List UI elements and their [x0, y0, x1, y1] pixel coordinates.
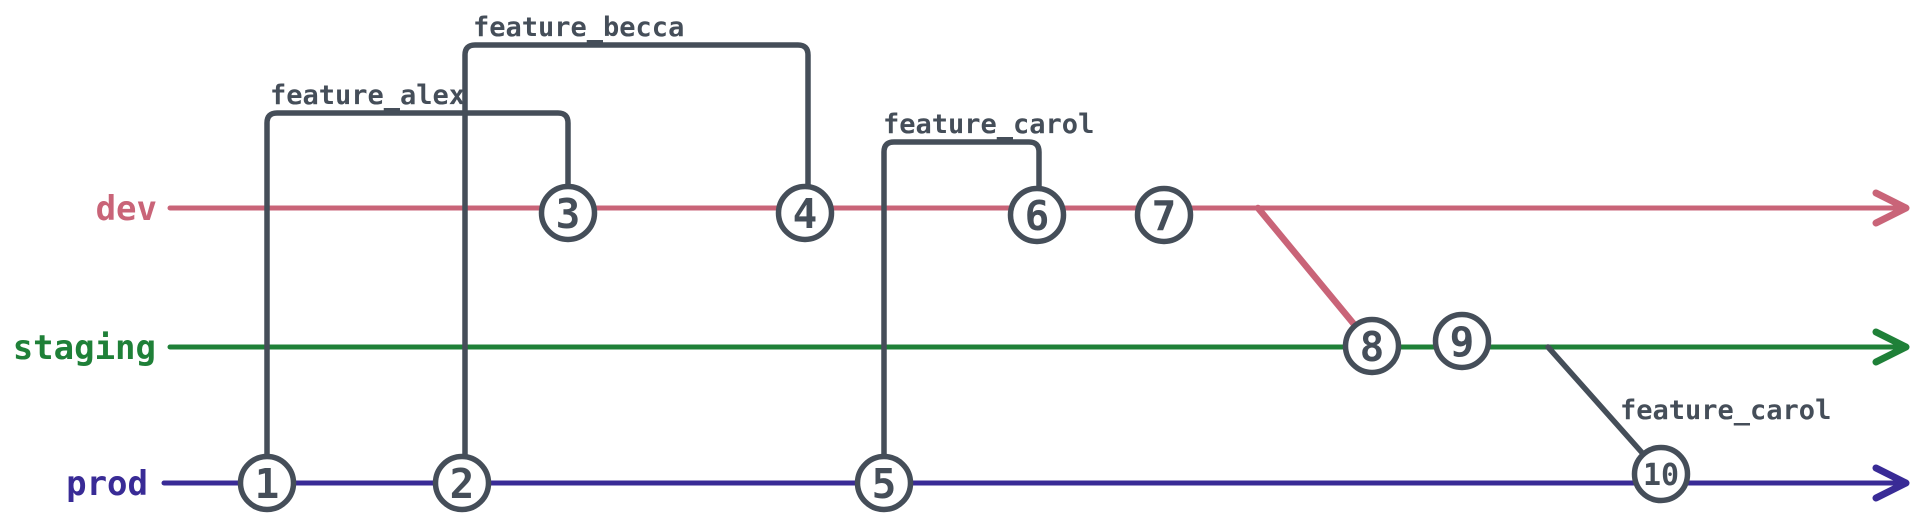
feature-branch-label: feature_becca [473, 12, 684, 43]
commit-circle [1007, 185, 1067, 245]
feature-branch-label: feature_carol [883, 109, 1094, 140]
dev-arrowhead-icon [1872, 189, 1910, 227]
feature-branch-path-feature_carol-2 [881, 139, 1042, 486]
commit-number: 6 [1025, 192, 1050, 240]
commit-number: 1 [255, 460, 280, 508]
commit-circle [1631, 444, 1691, 504]
commit-number: 8 [1360, 323, 1385, 371]
commit-node-9: 9 [1432, 311, 1492, 371]
commit-node-2: 2 [432, 453, 492, 513]
merge-link-dev-to-8 [1254, 204, 1376, 350]
feature-branch-label: feature_alex [270, 80, 465, 111]
commit-circle [538, 183, 598, 243]
commit-number: 3 [556, 190, 581, 238]
commit-number: 2 [450, 460, 475, 508]
lane-label-dev: dev [96, 189, 157, 229]
commit-node-10: 10 [1631, 444, 1691, 504]
commit-node-5: 5 [854, 453, 914, 513]
lane-label-staging: staging [13, 328, 156, 368]
commit-number: 5 [872, 460, 897, 508]
staging-arrowhead-icon [1872, 328, 1910, 366]
feature-branch-path-feature_alex-0 [264, 110, 571, 486]
commit-number: 9 [1450, 318, 1475, 366]
commit-number: 10 [1643, 458, 1679, 493]
commit-circle [1134, 185, 1194, 245]
feature-branch-label: feature_carol [1620, 395, 1831, 426]
commit-circle [1342, 316, 1402, 376]
commit-circle [432, 453, 492, 513]
prod-arrowhead-icon [1872, 464, 1910, 502]
commit-node-4: 4 [775, 183, 835, 243]
commit-number: 4 [793, 190, 818, 238]
commit-node-6: 6 [1007, 185, 1067, 245]
commit-node-8: 8 [1342, 316, 1402, 376]
commit-node-3: 3 [538, 183, 598, 243]
feature-branch-path-feature_becca-1 [462, 42, 811, 486]
commit-number: 7 [1152, 192, 1177, 240]
commit-circle [854, 453, 914, 513]
commit-node-1: 1 [237, 453, 297, 513]
commit-circle [1432, 311, 1492, 371]
commit-node-7: 7 [1134, 185, 1194, 245]
lane-label-prod: prod [66, 464, 148, 504]
commit-circle [775, 183, 835, 243]
commit-circle [237, 453, 297, 513]
